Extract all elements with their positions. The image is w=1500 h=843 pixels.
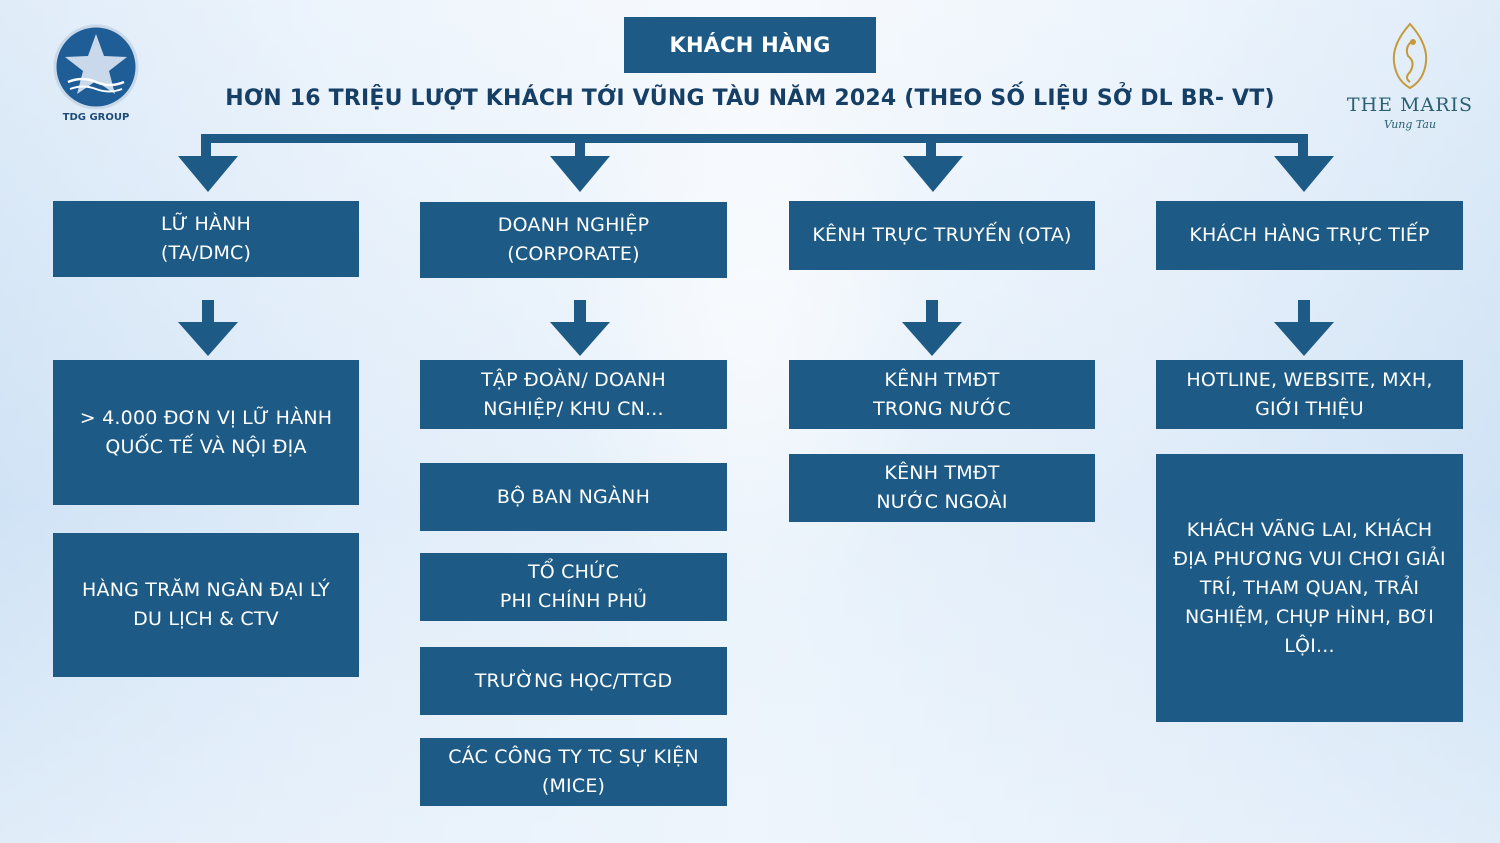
arrow-truc-tiep-2 <box>1274 300 1334 356</box>
arrow-doanh-nghiep <box>550 134 610 192</box>
node-khach-vang-lai: KHÁCH VÃNG LAI, KHÁCH ĐỊA PHƯƠNG VUI CHƠ… <box>1156 454 1463 722</box>
arrow-ota-2 <box>902 300 962 356</box>
node-khach-hang-truc-tiep: KHÁCH HÀNG TRỰC TIẾP <box>1156 201 1463 270</box>
arrow-truc-tiep <box>1274 134 1334 192</box>
tdg-logo-icon <box>53 24 139 110</box>
node-don-vi-lu-hanh: > 4.000 ĐƠN VỊ LỮ HÀNH QUỐC TẾ VÀ NỘI ĐỊ… <box>53 360 359 505</box>
arrow-ota <box>903 134 963 192</box>
arrow-lu-hanh <box>178 134 238 192</box>
node-tmdt-trong-nuoc: KÊNH TMĐT TRONG NƯỚC <box>789 360 1095 429</box>
maris-logo-name: THE MARIS <box>1346 94 1474 116</box>
node-hotline: HOTLINE, WEBSITE, MXH, GIỚI THIỆU <box>1156 360 1463 429</box>
node-lu-hanh: LỮ HÀNH (TA/DMC) <box>53 201 359 277</box>
tdg-logo-label: TDG GROUP <box>62 112 130 123</box>
arrow-doanh-nghiep-2 <box>550 300 610 356</box>
maris-seahorse-icon <box>1392 22 1428 90</box>
connector-bar <box>204 134 1308 143</box>
maris-logo-sub: Vung Tau <box>1383 118 1437 131</box>
node-tap-doan: TẬP ĐOÀN/ DOANH NGHIỆP/ KHU CN... <box>420 360 727 429</box>
title-box: KHÁCH HÀNG <box>624 17 876 73</box>
node-su-kien-mice: CÁC CÔNG TY TC SỰ KIỆN (MICE) <box>420 738 727 806</box>
arrow-lu-hanh-2 <box>178 300 238 356</box>
node-to-chuc-phi-chinh-phu: TỔ CHỨC PHI CHÍNH PHỦ <box>420 553 727 621</box>
node-doanh-nghiep: DOANH NGHIỆP (CORPORATE) <box>420 202 727 278</box>
node-tmdt-nuoc-ngoai: KÊNH TMĐT NƯỚC NGOÀI <box>789 454 1095 522</box>
node-ota: KÊNH TRỰC TRUYẾN (OTA) <box>789 201 1095 270</box>
subtitle: HƠN 16 TRIỆU LƯỢT KHÁCH TỚI VŨNG TÀU NĂM… <box>225 86 1275 111</box>
node-bo-ban-nganh: BỘ BAN NGÀNH <box>420 463 727 531</box>
node-dai-ly: HÀNG TRĂM NGÀN ĐẠI LÝ DU LỊCH & CTV <box>53 533 359 677</box>
node-truong-hoc: TRƯỜNG HỌC/TTGD <box>420 647 727 715</box>
